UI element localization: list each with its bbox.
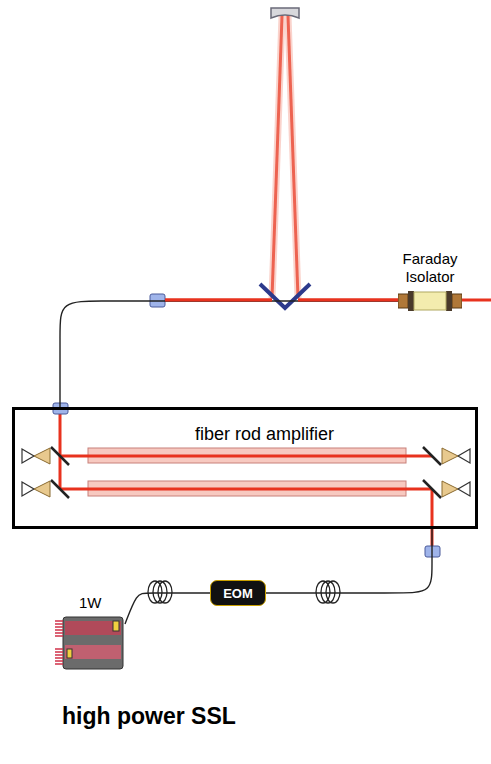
isolator-body (398, 290, 462, 312)
eom-box: EOM (210, 580, 266, 606)
optical-fiber (125, 593, 210, 624)
laser-beam (298, 299, 398, 302)
laser-beam (165, 299, 272, 302)
beam-glow (272, 16, 298, 298)
end-optics (22, 447, 470, 498)
node-label: Faraday Isolator (380, 250, 480, 286)
laser-body (55, 615, 125, 671)
fold-mirror (260, 284, 310, 308)
amplifier-box: fiber rod amplifier (12, 407, 478, 529)
node-label: 1W (79, 594, 102, 611)
pump-laser: 1W (55, 615, 125, 671)
node-label: EOM (223, 586, 253, 601)
optical-fiber (60, 301, 398, 407)
faraday-isolator: Faraday Isolator (398, 290, 462, 312)
optical-fiber (266, 529, 432, 593)
caption: high power SSL (62, 703, 236, 730)
laser-beam (165, 16, 491, 300)
node-label: fiber rod amplifier (195, 424, 334, 445)
